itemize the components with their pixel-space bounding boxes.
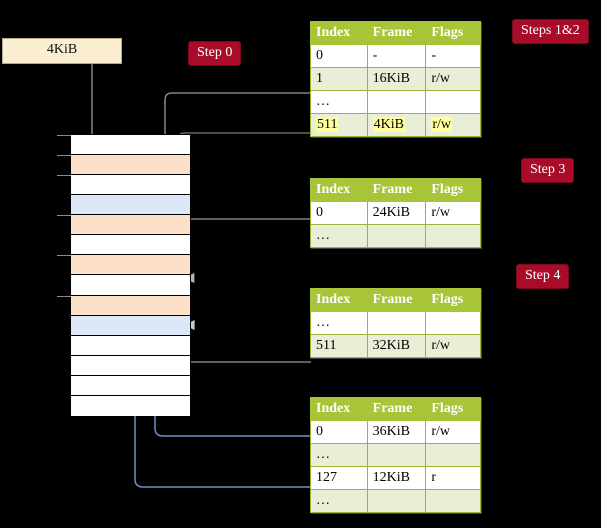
memory-row-tick bbox=[57, 155, 71, 157]
physical-memory-column bbox=[57, 134, 191, 416]
memory-frame-row bbox=[57, 135, 190, 156]
table-cell bbox=[366, 90, 427, 114]
table-cell: 127 bbox=[310, 466, 368, 490]
column-header-frame: Frame bbox=[366, 397, 427, 421]
column-header-index: Index bbox=[310, 397, 368, 421]
table-cell: 1 bbox=[310, 67, 368, 91]
table-cell: - bbox=[425, 44, 481, 68]
memory-frame-row bbox=[71, 275, 190, 296]
memory-row-tick bbox=[57, 215, 71, 217]
table-cell: 0 bbox=[310, 44, 368, 68]
table-row: … bbox=[310, 224, 481, 248]
table-cell: 511 bbox=[310, 334, 368, 358]
table-cell: … bbox=[310, 90, 368, 114]
memory-frame-row bbox=[71, 335, 190, 356]
table-cell: r/w bbox=[425, 113, 481, 137]
table-cell: r bbox=[425, 466, 481, 490]
memory-frame-row bbox=[57, 255, 190, 276]
table-row: … bbox=[310, 90, 481, 114]
table-cell bbox=[425, 443, 481, 467]
table-cell bbox=[425, 224, 481, 248]
memory-frame-row bbox=[71, 395, 190, 416]
table-cell: … bbox=[310, 311, 368, 335]
memory-frame-row bbox=[71, 355, 190, 376]
table-cell: 0 bbox=[310, 420, 368, 444]
badge-step-4: Step 4 bbox=[516, 264, 570, 289]
table-cell: r/w bbox=[425, 420, 481, 444]
table-cell: 12KiB bbox=[366, 466, 427, 490]
table-cell: … bbox=[310, 443, 368, 467]
highlighted-value: 511 bbox=[316, 117, 339, 132]
table-cell: 4KiB bbox=[366, 113, 427, 137]
column-header-flags: Flags bbox=[425, 21, 481, 45]
column-header-index: Index bbox=[310, 21, 368, 45]
column-header-flags: Flags bbox=[425, 288, 481, 312]
memory-row-tick bbox=[57, 135, 71, 136]
table-cell: - bbox=[366, 44, 427, 68]
table-cell bbox=[366, 443, 427, 467]
page-size-label: 4KiB bbox=[46, 42, 78, 57]
table-cell: 0 bbox=[310, 201, 368, 225]
table-row: 0-- bbox=[310, 44, 481, 68]
badge-step-0: Step 0 bbox=[188, 41, 242, 66]
highlighted-value: r/w bbox=[431, 117, 453, 132]
table-row: 511 4KiB r/w bbox=[310, 113, 481, 137]
table-row: … bbox=[310, 443, 481, 467]
memory-row-tick bbox=[57, 295, 71, 297]
page-size-box: 4KiB bbox=[2, 38, 122, 64]
memory-frame-row bbox=[71, 235, 190, 256]
column-header-flags: Flags bbox=[425, 397, 481, 421]
memory-frame-row bbox=[71, 375, 190, 396]
table-cell: … bbox=[310, 489, 368, 513]
column-header-frame: Frame bbox=[366, 288, 427, 312]
table-cell bbox=[425, 90, 481, 114]
table-cell: r/w bbox=[425, 201, 481, 225]
column-header-frame: Frame bbox=[366, 21, 427, 45]
column-header-index: Index bbox=[310, 178, 368, 202]
memory-frame-row bbox=[71, 195, 190, 216]
table-cell: 16KiB bbox=[366, 67, 427, 91]
table-row: … bbox=[310, 489, 481, 513]
highlighted-value: 4KiB bbox=[372, 117, 405, 132]
table-cell bbox=[425, 489, 481, 513]
table-cell: r/w bbox=[425, 334, 481, 358]
badge-steps-1-2: Steps 1&2 bbox=[512, 19, 589, 44]
table-cell: 32KiB bbox=[366, 334, 427, 358]
memory-frame-row bbox=[57, 155, 190, 176]
memory-row-tick bbox=[57, 255, 71, 257]
memory-frame-row bbox=[57, 295, 190, 316]
table-cell bbox=[366, 224, 427, 248]
table-cell: … bbox=[310, 224, 368, 248]
column-header-frame: Frame bbox=[366, 178, 427, 202]
memory-frame-row bbox=[57, 215, 190, 236]
table-cell: r/w bbox=[425, 67, 481, 91]
memory-row-tick bbox=[57, 175, 71, 177]
table-cell bbox=[425, 311, 481, 335]
column-header-flags: Flags bbox=[425, 178, 481, 202]
table-cell bbox=[366, 311, 427, 335]
table-cell: 511 bbox=[310, 113, 368, 137]
table-cell bbox=[366, 489, 427, 513]
badge-step-3: Step 3 bbox=[521, 158, 575, 183]
memory-frame-row bbox=[57, 175, 190, 196]
column-header-index: Index bbox=[310, 288, 368, 312]
table-cell: 24KiB bbox=[366, 201, 427, 225]
table-row: … bbox=[310, 311, 481, 335]
memory-frame-row bbox=[71, 315, 190, 336]
table-cell: 36KiB bbox=[366, 420, 427, 444]
